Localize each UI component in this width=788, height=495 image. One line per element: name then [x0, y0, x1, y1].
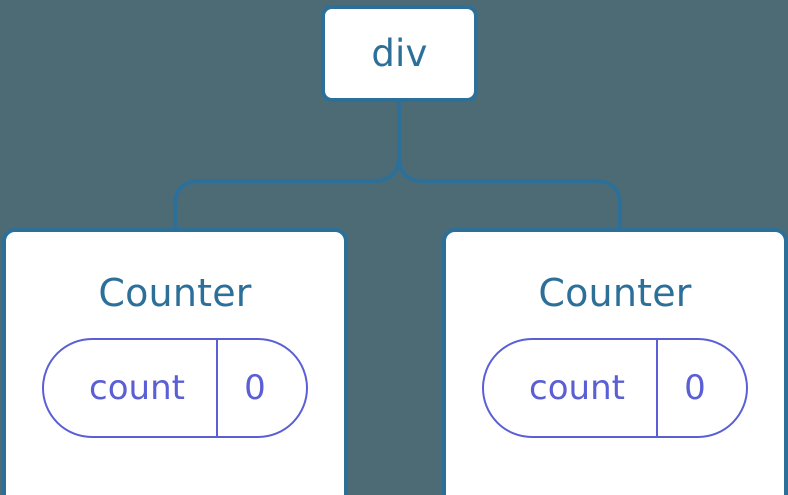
state-pill-right[interactable]: count 0	[482, 338, 748, 438]
state-pill-left[interactable]: count 0	[42, 338, 308, 438]
node-counter-right[interactable]: Counter count 0	[442, 228, 788, 495]
state-value-left: 0	[244, 368, 266, 408]
node-div[interactable]: div	[321, 5, 478, 102]
state-value-right: 0	[684, 368, 706, 408]
node-counter-right-label: Counter	[538, 271, 692, 315]
node-counter-left-label: Counter	[98, 271, 252, 315]
node-div-label: div	[371, 32, 428, 75]
node-counter-left[interactable]: Counter count 0	[2, 228, 348, 495]
state-key-left: count	[44, 340, 218, 436]
state-key-right: count	[484, 340, 658, 436]
connector-branch-left-icon	[173, 155, 401, 230]
connector-branch-right-icon	[397, 155, 622, 230]
